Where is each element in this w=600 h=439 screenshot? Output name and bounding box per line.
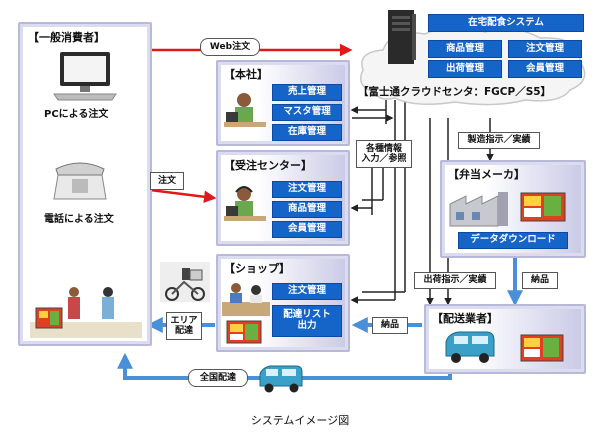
center-item-member: 会員管理 — [272, 221, 342, 238]
product-label-bento: 納品 — [522, 272, 558, 289]
phone-icon — [53, 162, 107, 200]
phone-order-label: 電話による注文 — [44, 214, 114, 225]
consumer-title: 【一般消費者】 — [28, 31, 105, 44]
order-center-title: 【受注センター】 — [224, 159, 312, 172]
pc-order-label: PCによる注文 — [44, 109, 109, 120]
area-delivery-label: エリア 配達 — [166, 312, 202, 340]
data-download-label: データダウンロード — [458, 232, 568, 249]
bento-meal-icon — [520, 192, 566, 222]
honsha-item-master: マスタ管理 — [272, 104, 342, 121]
shop-item-order: 注文管理 — [272, 283, 342, 300]
info-io-label: 各種情報 入力／参照 — [356, 140, 412, 168]
cloud-system-title: 在宅配食システム — [428, 14, 584, 32]
national-delivery-van-icon — [259, 365, 303, 393]
order-label: 注文 — [150, 172, 184, 190]
cloud-item-member: 会員管理 — [508, 60, 582, 78]
cloud-item-product: 商品管理 — [428, 40, 502, 58]
cloud-center-label: 【富士通クラウドセンタ：FGCP／S5】 — [358, 86, 552, 98]
shop-item-delivery-list: 配達リスト 出力 — [272, 305, 342, 337]
office-worker-icon — [224, 93, 266, 127]
bento-title: 【弁当メーカ】 — [448, 168, 525, 181]
delivery-title: 【配送業者】 — [432, 312, 498, 325]
figure-caption: システムイメージ図 — [250, 414, 350, 427]
center-item-order: 注文管理 — [272, 181, 342, 198]
shop-title: 【ショップ】 — [224, 262, 290, 275]
national-delivery-label: 全国配達 — [188, 369, 248, 387]
factory-icon — [449, 192, 508, 227]
cloud-item-shipping: 出荷管理 — [428, 60, 502, 78]
manufacture-label: 製造指示／実績 — [458, 132, 540, 149]
honsha-item-sales: 売上管理 — [272, 84, 342, 101]
product-label-delivery: 納品 — [372, 317, 408, 334]
delivery-van-icon — [445, 331, 495, 363]
web-order-label: Web注文 — [200, 38, 260, 56]
scooter-icon — [160, 262, 210, 302]
server-icon — [388, 10, 416, 64]
honsha-item-stock: 在庫管理 — [272, 124, 342, 141]
operator-icon — [224, 186, 266, 221]
pc-icon — [53, 52, 117, 101]
center-item-product: 商品管理 — [272, 201, 342, 218]
shop-counter-illustration — [222, 283, 270, 316]
cloud-item-order: 注文管理 — [508, 40, 582, 58]
ship-label: 出荷指示／実績 — [414, 272, 496, 289]
bento-box-icon — [226, 320, 262, 344]
customer-handover-illustration — [30, 287, 142, 338]
delivery-bento-icon — [520, 334, 564, 362]
honsha-title: 【本社】 — [224, 68, 268, 81]
